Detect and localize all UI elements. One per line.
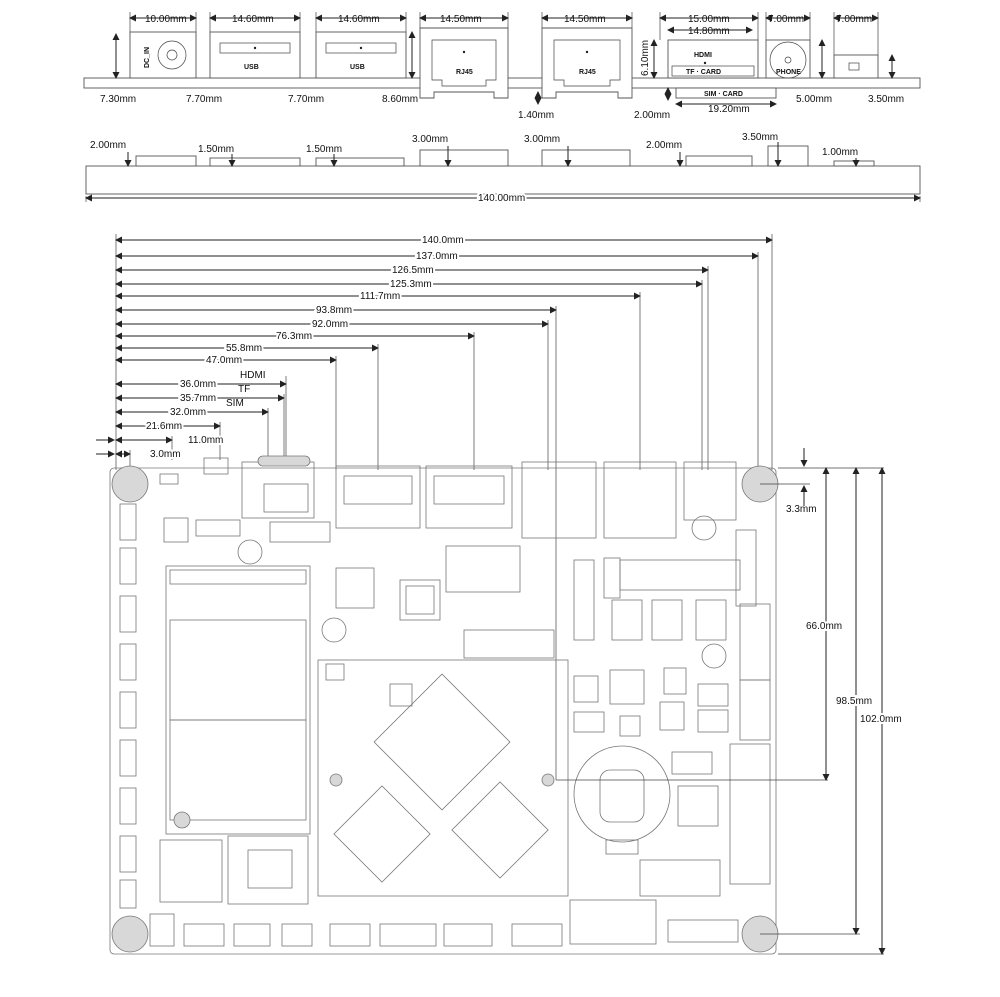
side-view: 10.00mm 14.60mm 14.60mm 14.50mm 14.50mm …: [83, 12, 921, 121]
top-h-dim-lines: [115, 236, 773, 458]
label-hdmi-pos: HDMI: [240, 370, 266, 381]
ram-chip-a: [333, 785, 431, 883]
board-outline: [109, 467, 777, 955]
dim-98-5: 98.5mm: [836, 696, 872, 707]
dim-111-7: 111.7mm: [360, 291, 400, 302]
dim-sim-height: 2.00mm: [634, 110, 670, 121]
dim-usb2-height: 7.70mm: [288, 94, 324, 105]
top-h-dim-labels: 140.0mm 137.0mm 126.5mm 125.3mm 111.7mm …: [144, 233, 466, 462]
dim-rj45-offset: 1.40mm: [518, 110, 554, 121]
dim-usb1-height: 7.70mm: [186, 94, 222, 105]
dim-21-6: 21.6mm: [146, 421, 182, 432]
label-phone: PHONE: [776, 69, 801, 76]
side-dc-jack: [129, 31, 197, 79]
dim-rj45-height: 8.60mm: [382, 94, 418, 105]
bottom-connector-row: [149, 913, 563, 947]
height-pcb: [85, 165, 921, 195]
height-hdmi: 2.00mm: [646, 140, 682, 151]
dim-dc-width: 10.00mm: [145, 14, 187, 25]
dim-137: 137.0mm: [416, 251, 458, 262]
dim-hdmi-inner-width: 14.80mm: [688, 26, 730, 37]
height-usb2: 1.50mm: [306, 144, 342, 155]
left-connector-column: [119, 503, 137, 909]
dim-66: 66.0mm: [806, 621, 842, 632]
dim-phone-height: 5.00mm: [796, 94, 832, 105]
side-hdmi: [667, 39, 759, 79]
height-rj45-2: 3.00mm: [524, 134, 560, 145]
ram-chip-b: [451, 781, 549, 879]
dim-led-width: 7.00mm: [836, 14, 872, 25]
top-usb-a: [521, 461, 597, 539]
dim-92-0: 92.0mm: [312, 319, 348, 330]
dim-usb2-width: 14.60mm: [338, 14, 380, 25]
height-led: 1.00mm: [822, 147, 858, 158]
label-dc-in: DC_IN: [144, 47, 151, 68]
height-usb1: 1.50mm: [198, 144, 234, 155]
label-sim-pos: SIM: [226, 398, 244, 409]
top-rj45-b: [425, 465, 513, 529]
top-view: 140.0mm 137.0mm 126.5mm 125.3mm 111.7mm …: [96, 233, 904, 955]
label-hdmi: HDMI: [694, 52, 712, 59]
side-led: [833, 54, 879, 79]
dim-125-3: 125.3mm: [390, 279, 432, 290]
dim-rj45b-width: 14.50mm: [564, 14, 606, 25]
label-sim-card: SIM · CARD: [704, 91, 743, 98]
side-sim-card: [675, 87, 777, 99]
top-rj45-a: [335, 465, 421, 529]
label-usb1: USB: [244, 64, 259, 71]
height-dc: 2.00mm: [90, 140, 126, 151]
side-usb1: [209, 31, 301, 79]
height-view: 2.00mm 1.50mm 1.50mm 3.00mm 3.00mm 2.00m…: [85, 132, 921, 206]
top-h-ext-lines: [129, 234, 773, 780]
label-rj45-2: RJ45: [579, 69, 596, 76]
dim-connector-height: 6.10mm: [640, 40, 651, 76]
mount-hole-bl: [111, 915, 149, 953]
dim-126-5: 126.5mm: [392, 265, 434, 276]
dim-36-0: 36.0mm: [180, 379, 216, 390]
height-phone: 3.50mm: [742, 132, 778, 143]
side-usb2: [315, 31, 407, 79]
label-tf-card: TF · CARD: [686, 69, 721, 76]
board-length: 140.00mm: [478, 193, 525, 204]
core-module: [317, 659, 569, 897]
label-tf-pos: TF: [238, 384, 250, 395]
dim-dc-height: 7.30mm: [100, 94, 136, 105]
dim-93-8: 93.8mm: [316, 305, 352, 316]
dim-sim-width: 19.20mm: [708, 104, 750, 115]
dim-3-0: 3.0mm: [150, 449, 181, 460]
label-rj45-1: RJ45: [456, 69, 473, 76]
height-rj45-1: 3.00mm: [412, 134, 448, 145]
dim-usb1-width: 14.60mm: [232, 14, 274, 25]
dim-35-7: 35.7mm: [180, 393, 216, 404]
mini-pcie-slot: [165, 565, 311, 835]
dim-11-0: 11.0mm: [188, 435, 223, 446]
top-usb-b: [603, 461, 677, 539]
dim-hdmi-width: 15.00mm: [688, 14, 730, 25]
side-phone: [765, 39, 811, 79]
dim-102: 102.0mm: [860, 714, 902, 725]
dim-rj45a-width: 14.50mm: [440, 14, 482, 25]
mount-hole-tl: [111, 465, 149, 503]
dim-76-3: 76.3mm: [276, 331, 312, 342]
dim-32-0: 32.0mm: [170, 407, 206, 418]
dim-140: 140.0mm: [422, 235, 464, 246]
dim-led-height: 3.50mm: [868, 94, 904, 105]
dim-phone-width: 7.00mm: [768, 14, 804, 25]
label-usb2: USB: [350, 64, 365, 71]
side-rj45-1: [419, 27, 509, 99]
soc-chip: [373, 673, 511, 811]
side-rj45-2: [541, 27, 633, 99]
dim-55-8: 55.8mm: [226, 343, 262, 354]
dim-3-3: 3.3mm: [786, 504, 817, 515]
coin-battery: [573, 745, 671, 843]
dim-47-0: 47.0mm: [206, 355, 242, 366]
